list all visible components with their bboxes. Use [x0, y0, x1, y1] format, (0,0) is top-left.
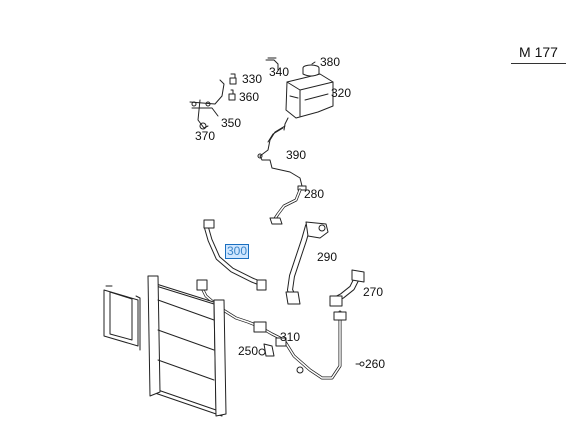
pipe-250[interactable]	[196, 279, 347, 380]
part-label-280[interactable]: 280	[304, 187, 325, 201]
part-label-350[interactable]: 350	[221, 116, 242, 130]
cap-leader	[311, 61, 316, 65]
bracket-part[interactable]	[189, 79, 225, 130]
hose-280[interactable]	[269, 188, 302, 225]
hose-270[interactable]	[329, 269, 365, 307]
part-label-290[interactable]: 290	[317, 250, 338, 264]
part-label-360[interactable]: 360	[239, 90, 260, 104]
part-label-330[interactable]: 330	[242, 72, 263, 86]
radiator[interactable]	[147, 275, 227, 417]
expansion-tank[interactable]	[283, 64, 334, 131]
auxiliary-cooler[interactable]	[103, 285, 141, 351]
part-label-310[interactable]: 310	[280, 330, 301, 344]
part-label-260[interactable]: 260	[365, 357, 386, 371]
part-label-390[interactable]: 390	[286, 148, 307, 162]
clip-part[interactable]	[265, 57, 279, 71]
part-label-300[interactable]: 300	[224, 244, 250, 259]
bolt-260[interactable]	[355, 361, 365, 367]
part-label-370[interactable]: 370	[195, 129, 216, 143]
part-label-380[interactable]: 380	[320, 55, 341, 69]
model-code: M 177	[511, 41, 566, 64]
hose-290[interactable]	[285, 221, 329, 305]
part-label-320[interactable]: 320	[331, 86, 352, 100]
part-label-270[interactable]: 270	[363, 285, 384, 299]
hose-300[interactable]	[203, 219, 267, 291]
bolt-330[interactable]	[229, 73, 237, 85]
bolt-360[interactable]	[228, 89, 236, 101]
part-label-250[interactable]: 250	[238, 344, 259, 358]
part-label-340[interactable]: 340	[269, 65, 290, 79]
